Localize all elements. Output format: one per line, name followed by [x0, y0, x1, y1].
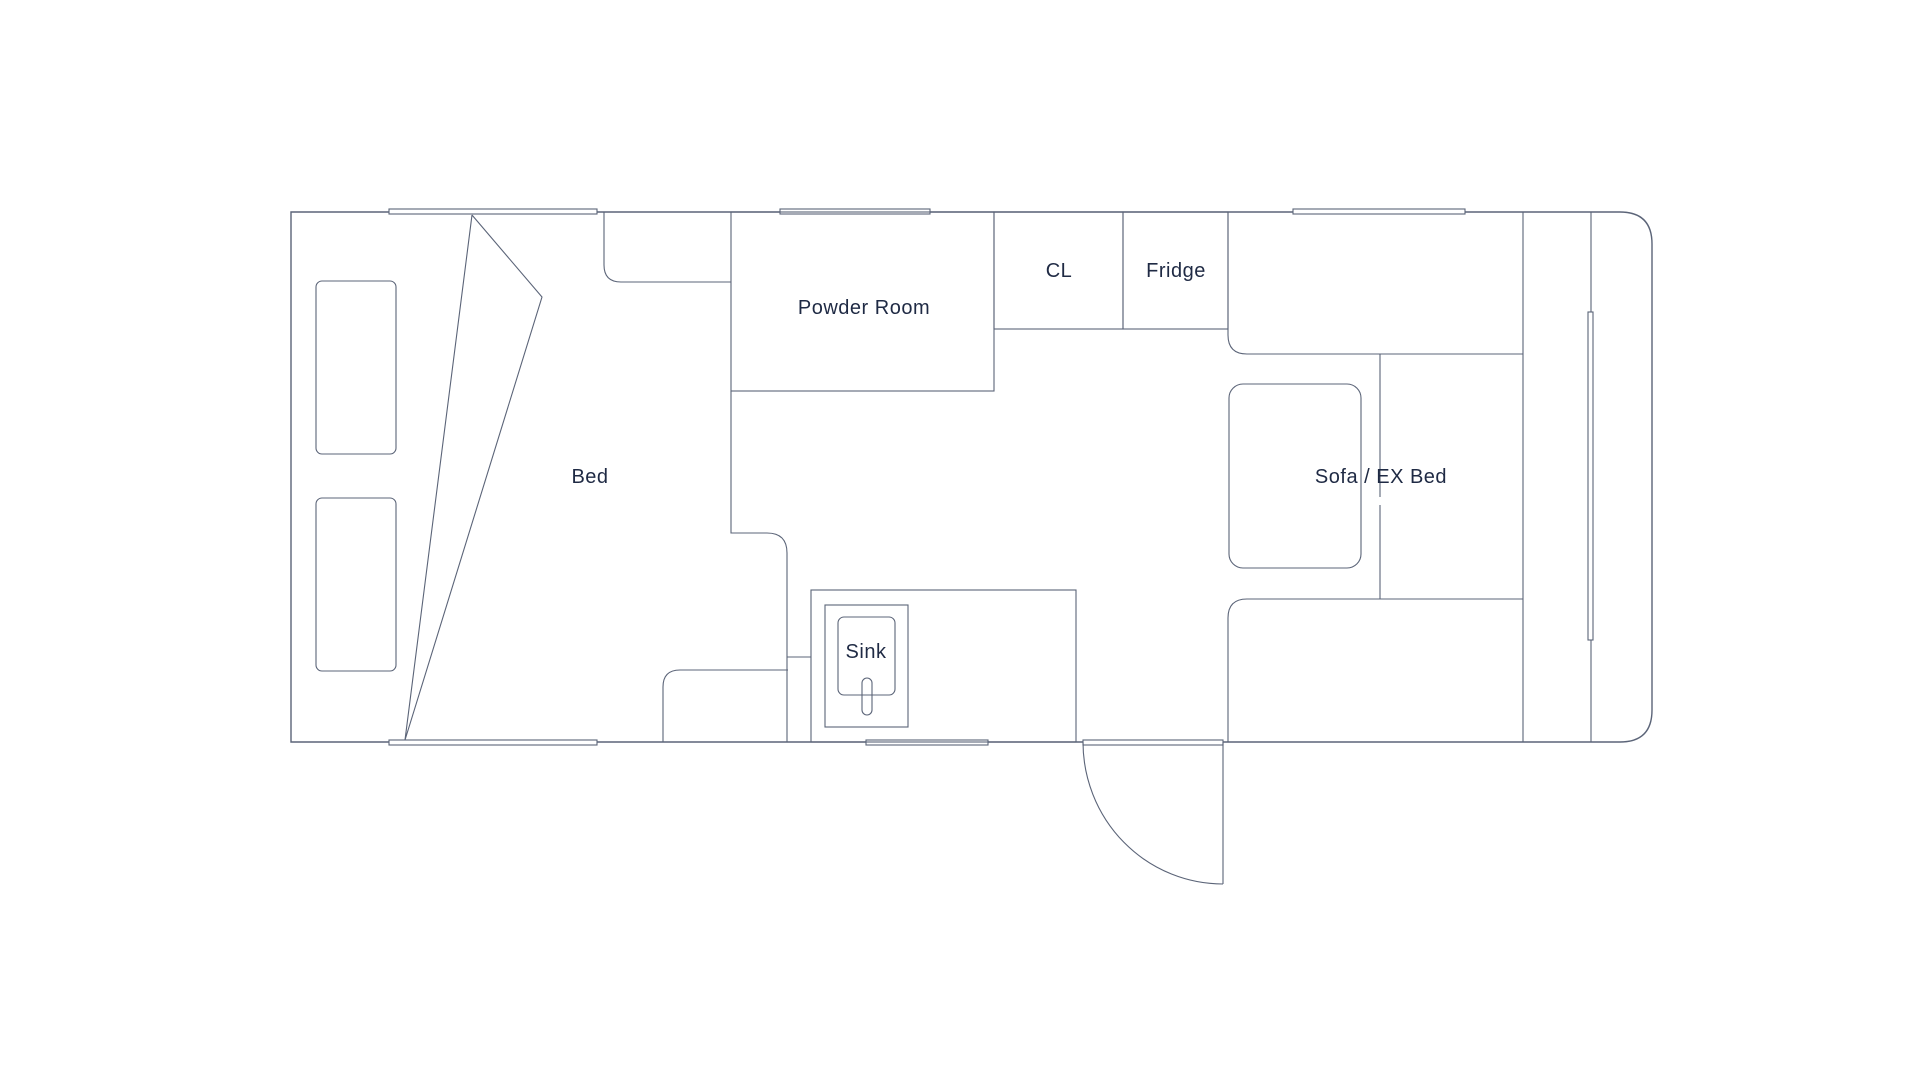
label-bed: Bed: [571, 466, 608, 488]
dinette: [1227, 212, 1523, 742]
entry-door: [1082, 741, 1224, 885]
label-fridge: Fridge: [1146, 260, 1206, 282]
kitchen: [787, 589, 1077, 743]
window-top-dinette: [1292, 208, 1466, 215]
partition-wall: [730, 391, 788, 742]
sink-basin: [837, 616, 896, 696]
labels: Bed Powder Room CL Fridge Sofa / EX Bed …: [571, 260, 1447, 663]
bed-cover-fold: [404, 214, 543, 741]
label-powder-room: Powder Room: [798, 297, 930, 319]
door-swing-arc: [1082, 741, 1224, 885]
front-window: [1587, 311, 1594, 641]
sink-drain: [861, 677, 873, 716]
kitchen-counter: [810, 589, 1077, 743]
window-bottom-bed: [388, 739, 598, 746]
bed-top-cabinet: [603, 212, 731, 283]
outer-shell: [290, 211, 1653, 743]
label-sink: Sink: [846, 641, 887, 663]
sofa-bottom-bench: [1227, 598, 1523, 742]
label-cl: CL: [1046, 260, 1073, 282]
bed-bottom-cabinet: [662, 669, 788, 742]
door-threshold: [1082, 739, 1224, 746]
window-top-bed: [388, 208, 598, 215]
bed-area: [315, 212, 788, 742]
sink-outer: [824, 604, 909, 728]
bed-pillow-bottom: [315, 497, 397, 672]
front-section: [1522, 212, 1594, 742]
sofa-top-bench: [1227, 212, 1523, 355]
label-sofa-ex-bed: Sofa / EX Bed: [1315, 466, 1447, 488]
bed-pillow-top: [315, 280, 397, 455]
dinette-table: [1228, 383, 1362, 569]
